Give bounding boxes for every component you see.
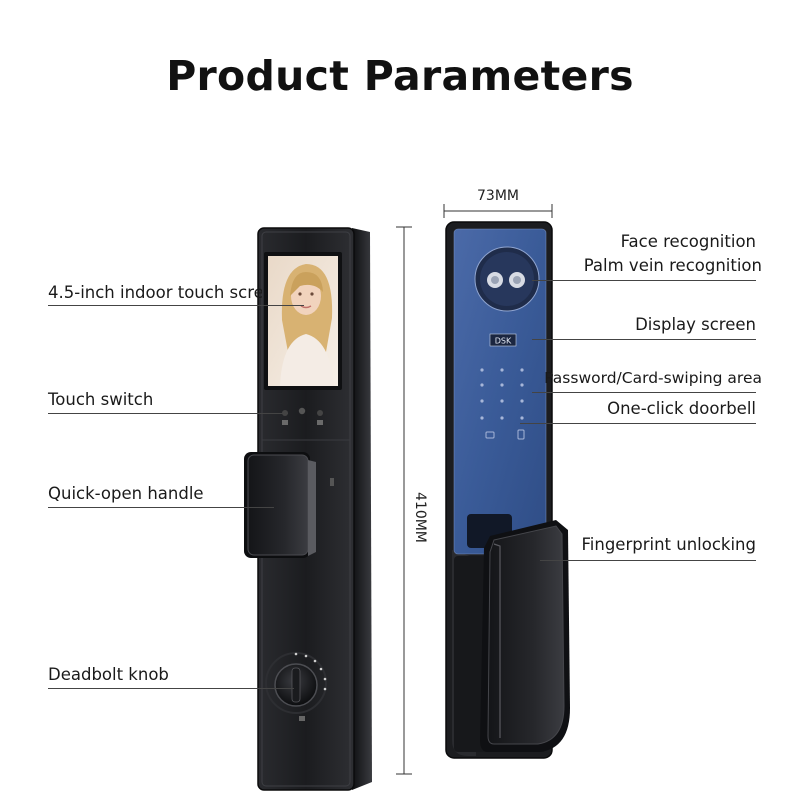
label-fingerprint-unlocking: Fingerprint unlocking [581, 535, 757, 554]
rule-quick-open-handle [48, 507, 274, 508]
label-deadbolt-knob: Deadbolt knob [48, 665, 169, 684]
rule-one-click-doorbell [520, 423, 756, 424]
label-indoor-touch-screen: 4.5-inch indoor touch screen [48, 283, 262, 302]
rule-touch-switch [48, 413, 288, 414]
label-palm-vein-recognition: Palm vein recognition [583, 256, 762, 275]
outdoor-lock-body: DSK [445, 221, 570, 759]
rule-deadbolt-knob [48, 688, 294, 689]
width-dimension-label: 73MM [477, 188, 519, 204]
screen-portrait [280, 264, 334, 386]
quick-open-handle [244, 452, 316, 558]
page-title: Product Parameters [166, 52, 634, 100]
face-recognition-camera [474, 246, 540, 312]
front-logo: DSK [495, 337, 512, 346]
rule-fingerprint-unlocking [540, 560, 756, 561]
height-dimension-label: 410MM [412, 492, 428, 543]
label-display-screen: Display screen [635, 315, 756, 334]
rule-indoor-touch-screen [48, 305, 304, 306]
label-password-card-area: Password/Card-swiping area [544, 369, 762, 387]
label-touch-switch: Touch switch [48, 390, 154, 409]
deadbolt-knob [265, 652, 327, 714]
rule-password-card-area [532, 392, 756, 393]
width-dimension-line [443, 204, 553, 218]
keypad-area [480, 368, 525, 440]
label-quick-open-handle: Quick-open handle [48, 484, 204, 503]
outdoor-handle [480, 520, 570, 752]
front-blue-panel [454, 229, 546, 554]
rule-display-screen [532, 339, 756, 340]
indoor-lock-body [244, 227, 372, 791]
height-dimension-line [396, 226, 412, 775]
label-face-recognition: Face recognition [620, 232, 756, 251]
rule-face-recognition [532, 280, 756, 281]
label-one-click-doorbell: One-click doorbell [607, 399, 756, 418]
